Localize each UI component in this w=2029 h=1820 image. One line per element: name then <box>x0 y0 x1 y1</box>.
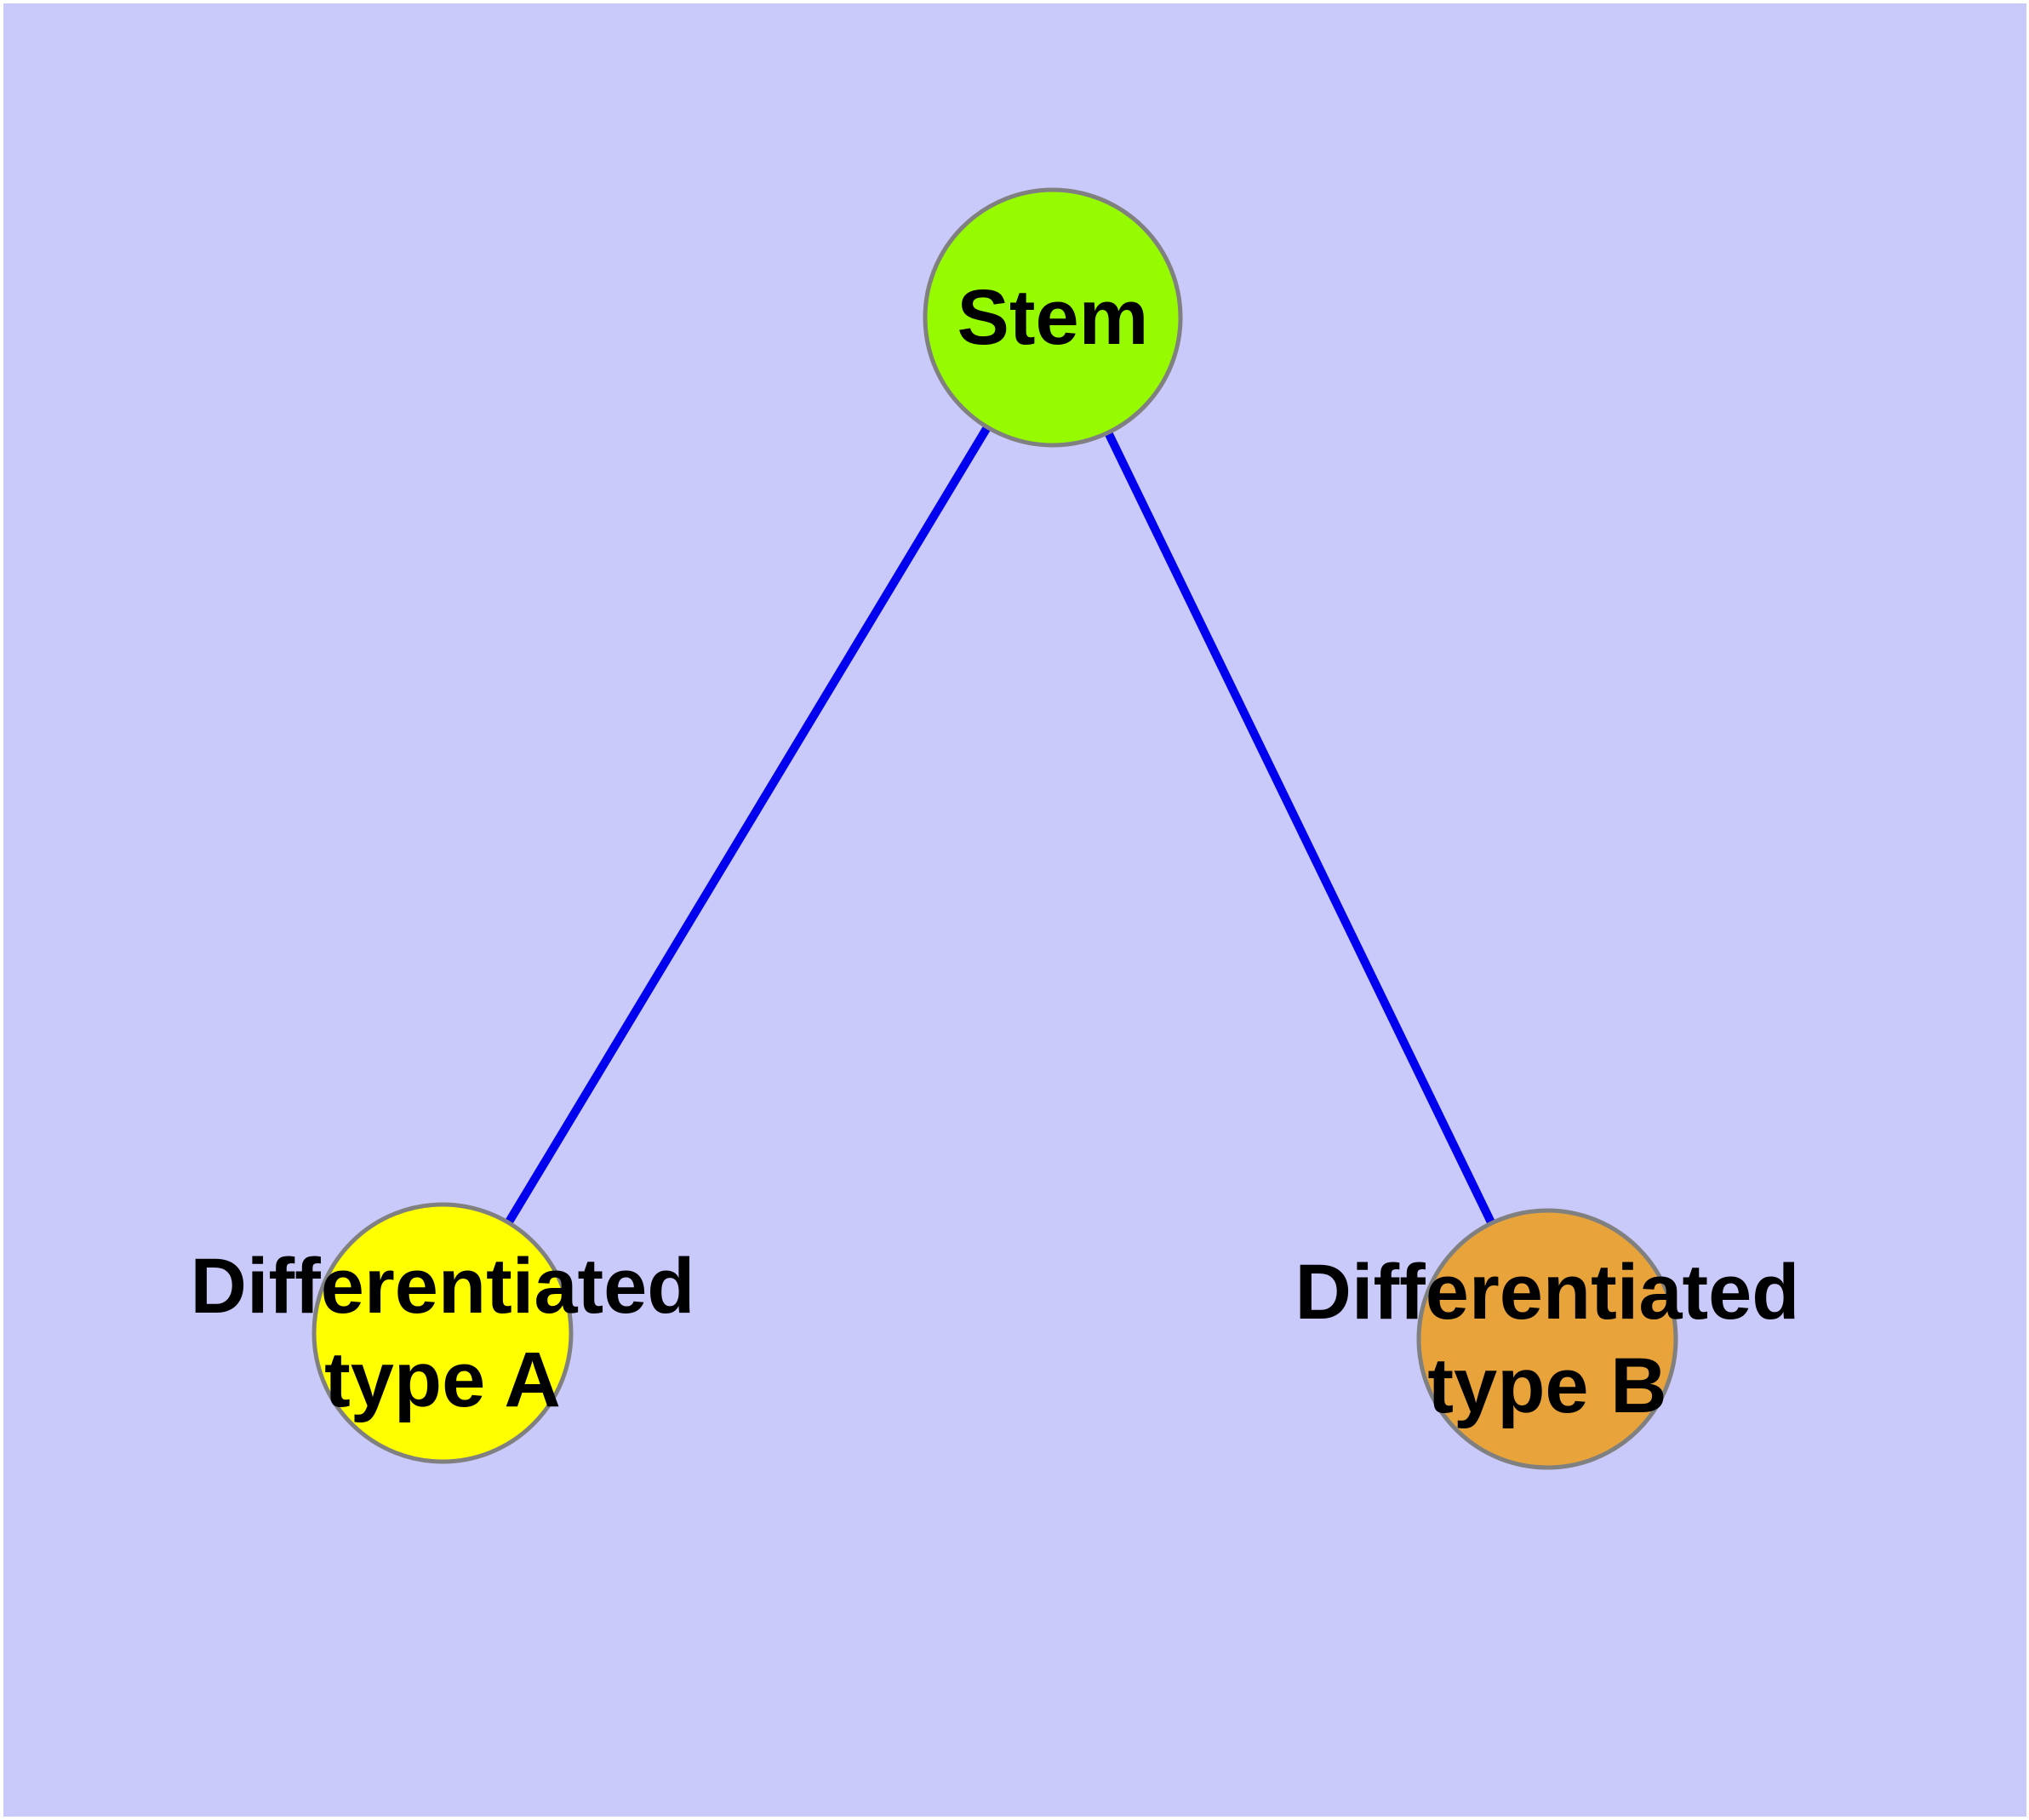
node-differentiated-type-a <box>311 1202 574 1464</box>
edge-stem-to-type-a <box>504 425 992 1226</box>
node-differentiated-type-b <box>1416 1208 1678 1470</box>
graph-canvas <box>311 187 1678 1470</box>
edge-stem-to-type-b <box>1104 430 1496 1227</box>
figure-background <box>3 3 2026 1817</box>
node-stem <box>923 187 1183 448</box>
